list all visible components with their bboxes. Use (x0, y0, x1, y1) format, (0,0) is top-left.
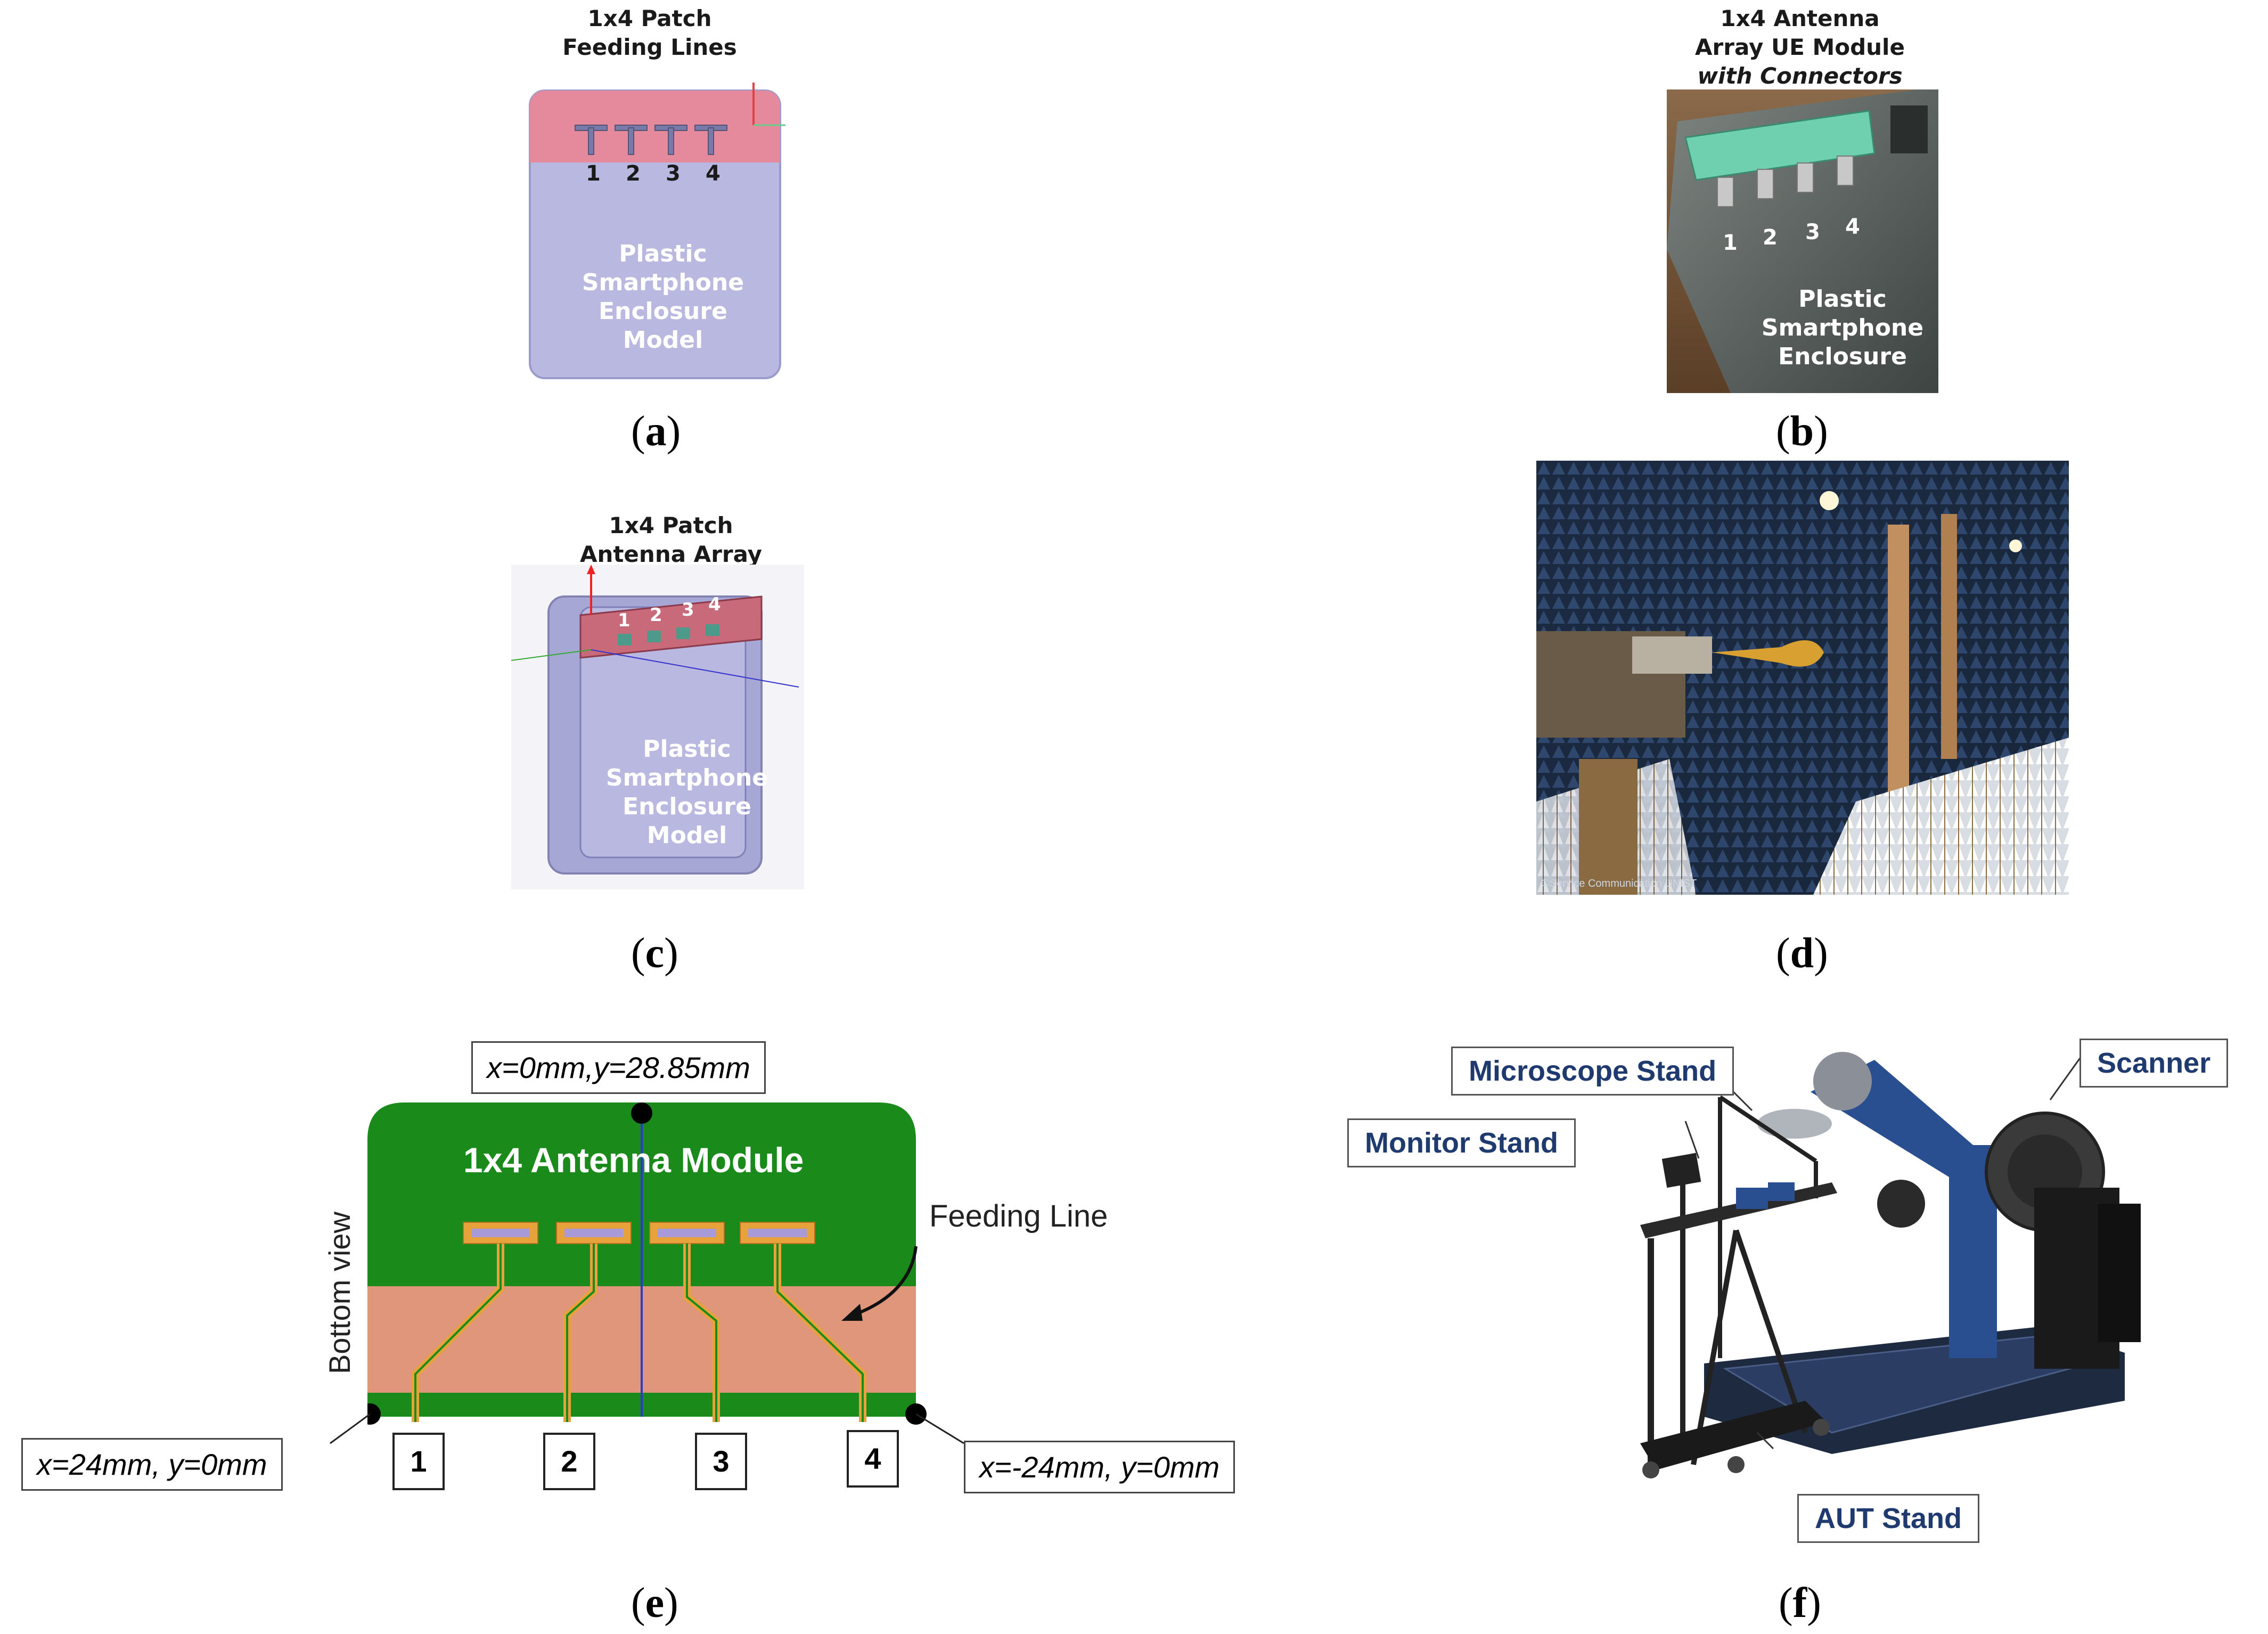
panel-e-left-coord: x=24mm, y=0mm (21, 1438, 283, 1491)
enc-line: Smartphone (582, 269, 744, 296)
panel-e-right-coord: x=-24mm, y=0mm (964, 1441, 1235, 1493)
panel-e-module-title: 1x4 Antenna Module (463, 1140, 804, 1180)
enc-line: Smartphone (605, 764, 768, 791)
panel-e-top-coord: x=0mm,y=28.85mm (471, 1041, 766, 1094)
panel-f-scanner-system (1640, 1043, 2141, 1478)
caption-letter: c (645, 930, 665, 977)
panel-d-caption: (d) (1776, 930, 1828, 977)
panel-d-anechoic-chamber-photo (1536, 461, 2069, 895)
panel-f-microscope-label: Microscope Stand (1451, 1047, 1734, 1096)
panel-f-monitor-label: Monitor Stand (1347, 1118, 1576, 1167)
panel-a-port-2: 2 (626, 161, 641, 186)
feeding-lines (575, 125, 727, 155)
caption-letter: f (1792, 1580, 1807, 1627)
caption-letter: a (645, 408, 667, 455)
panel-b-title-line1: 1x4 Antenna (1720, 5, 1880, 31)
panel-c-caption: (c) (631, 930, 678, 977)
panel-e-port-4: 4 (847, 1430, 899, 1488)
panel-e-port-1: 1 (392, 1433, 445, 1490)
mast (1888, 525, 1909, 802)
enc-line: Smartphone (1761, 314, 1924, 341)
panel-e-caption: (e) (631, 1580, 678, 1627)
feeding-line-arrow (841, 1246, 918, 1321)
panel-a-enclosure-label: Plastic Smartphone Enclosure Model (535, 240, 791, 355)
monitor (1661, 1153, 1701, 1188)
floor-absorbers (1813, 738, 2069, 895)
panel-b-title-line2: Array UE Module (1695, 34, 1905, 60)
panel-c-enclosure-label: Plastic Smartphone Enclosure Model (559, 735, 815, 850)
panel-a-title-line2: Feeding Lines (562, 34, 737, 60)
panel-e-port-2: 2 (543, 1433, 595, 1490)
panel-a-caption: (a) (631, 408, 681, 455)
panel-a-enclosure-drawing (529, 83, 785, 379)
enc-line: Model (646, 822, 727, 849)
panel-b-port-4: 4 (1845, 215, 1860, 239)
panel-a-title-line1: 1x4 Patch (587, 5, 712, 31)
caption-letter: d (1790, 930, 1814, 977)
enc-line: Plastic (619, 240, 707, 267)
panel-a-title: 1x4 Patch Feeding Lines (522, 4, 777, 62)
enc-line: Plastic (1798, 285, 1887, 313)
panel-e-antenna-module-diagram (367, 1102, 927, 1425)
panel-d-copyright: ©Service Communication UNIST (1542, 878, 1697, 889)
panel-a-port-1: 1 (586, 161, 601, 186)
panel-c-title-line1: 1x4 Patch (609, 512, 733, 538)
panel-c-port-3: 3 (682, 599, 694, 620)
sma-connectors (1717, 156, 1854, 207)
panel-c-port-4: 4 (708, 594, 721, 615)
enc-line: Enclosure (1778, 343, 1907, 370)
microscope-arm (1718, 1095, 1817, 1163)
panel-f-aut-label: AUT Stand (1797, 1494, 1979, 1543)
panel-e-feeding-label: Feeding Line (929, 1199, 1108, 1233)
panel-a-port-4: 4 (706, 161, 720, 186)
panel-f-caption: (f) (1779, 1580, 1821, 1627)
panel-c-title-line2: Antenna Array (579, 541, 763, 567)
panel-c-3d-enclosure (511, 565, 804, 889)
enc-line: Enclosure (599, 298, 727, 325)
panel-e-leader-lines (330, 1413, 964, 1444)
panel-b-photo (1667, 89, 1938, 393)
panel-c-port-1: 1 (618, 610, 631, 631)
panel-b-title-line3: with Connectors (1697, 63, 1903, 89)
panel-b-port-1: 1 (1723, 231, 1738, 255)
panel-a-port-3: 3 (666, 161, 681, 186)
caption-letter: b (1790, 408, 1814, 455)
panel-b-port-3: 3 (1805, 220, 1820, 244)
enc-line: Enclosure (623, 793, 751, 820)
panel-e-port-3: 3 (695, 1433, 747, 1490)
panel-c-title: 1x4 Patch Antenna Array (543, 511, 799, 569)
panel-b-enclosure-label: Plastic Smartphone Enclosure (1741, 285, 1944, 371)
enc-line: Model (623, 326, 703, 354)
caption-letter: e (645, 1580, 665, 1627)
pcb-module (1684, 110, 1876, 181)
panel-e-side-label: Bottom view (323, 1212, 356, 1374)
enc-line: Plastic (643, 736, 731, 763)
panel-c-port-2: 2 (650, 604, 662, 626)
panel-b-port-2: 2 (1763, 225, 1778, 250)
panel-f-scanner-label: Scanner (2079, 1039, 2229, 1088)
panel-b-caption: (b) (1776, 408, 1828, 455)
panel-b-title: 1x4 Antenna Array UE Module with Connect… (1656, 4, 1944, 91)
horn-antenna (1712, 640, 1824, 667)
